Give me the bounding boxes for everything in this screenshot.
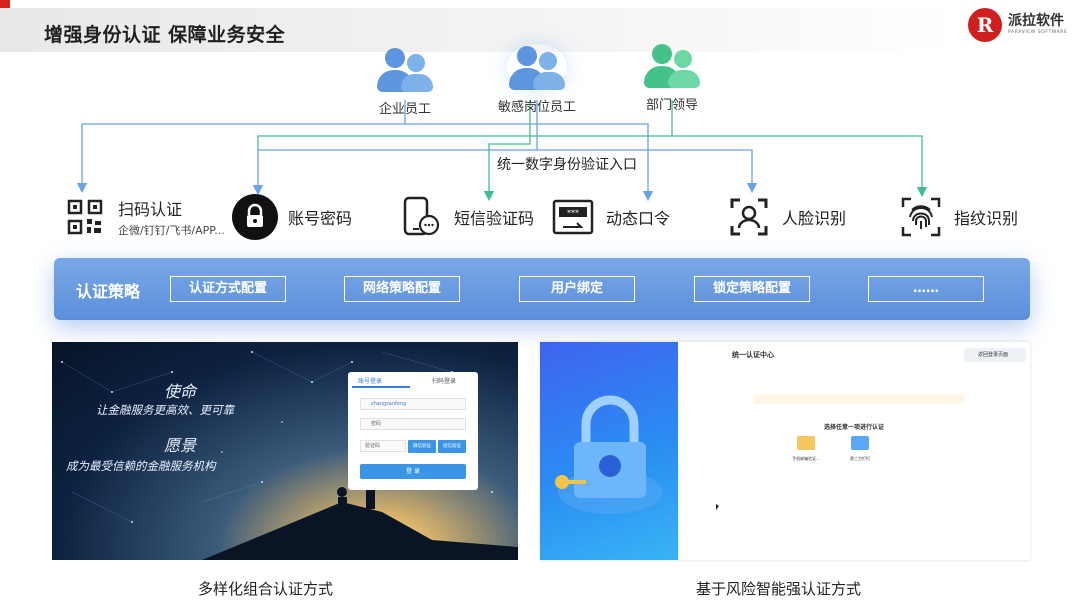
face-scan-icon (726, 194, 772, 240)
user-group-icon (375, 46, 435, 92)
company-logo: R 派拉软件 PARAVIEW SOFTWARE (968, 8, 1078, 44)
code-field[interactable]: 验证码 (360, 440, 406, 452)
user-binding-button[interactable]: 用户绑定 (519, 276, 635, 302)
sms-verify-button[interactable]: 短信验证 (438, 440, 466, 453)
user-enterprise-employee: 企业员工 (345, 46, 465, 117)
method-label: 人脸识别 (782, 209, 847, 228)
login-page-screenshot: 使命 让金融服务更高效、更可靠 愿景 成为最受信赖的金融服务机构 账号登录 扫码… (52, 342, 518, 560)
mission-title: 使命 (164, 382, 197, 401)
login-button[interactable]: 登 录 (360, 464, 466, 479)
dingtalk-icon (851, 436, 869, 450)
tab-account-login[interactable]: 账号登录 (358, 378, 383, 385)
logo-subtitle: PARAVIEW SOFTWARE (1008, 30, 1068, 35)
wechat-verify-button[interactable]: 微信验证 (408, 440, 436, 453)
fingerprint-icon (898, 194, 944, 240)
caption-right: 基于风险智能强认证方式 (696, 580, 862, 598)
method-otp: *** 动态口令 (550, 190, 670, 244)
logo-mark-icon: R (968, 8, 1002, 42)
option-label: 第三方钉钉 (850, 456, 870, 461)
method-password: 账号密码 (232, 190, 352, 244)
user-department-leader: 部门领导 (612, 42, 732, 113)
back-to-login-label: 返回登录页面 (978, 352, 1009, 358)
user-label: 企业员工 (378, 102, 431, 117)
method-face: 人脸识别 (726, 190, 846, 244)
method-label: 指纹识别 (954, 209, 1019, 228)
option-label: 手机邮箱验证... (792, 456, 820, 461)
vision-text: 成为最受信赖的金融服务机构 (66, 459, 216, 473)
risk-warning-banner (754, 394, 964, 404)
mail-icon (797, 436, 815, 450)
otp-token-icon: *** (550, 194, 596, 240)
method-label: 短信验证码 (454, 209, 535, 228)
method-sublabel: 企微/钉钉/飞书/APP... (118, 224, 225, 237)
security-illustration (540, 342, 678, 560)
flow-lines (76, 100, 928, 202)
back-to-login-button[interactable]: 返回登录页面 (964, 348, 1026, 362)
mission-text: 让金融服务更高效、更可靠 (96, 403, 234, 417)
username-field[interactable]: zhangsanfeng (360, 398, 466, 410)
login-card: 账号登录 扫码登录 zhangsanfeng 密码 验证码 微信验证 短信验证 … (348, 372, 478, 490)
user-sensitive-employee: 敏感岗位员工 (477, 44, 597, 115)
method-qr-code: 扫码认证 企微/钉钉/飞书/APP... (62, 190, 225, 244)
active-tab-indicator (352, 386, 410, 388)
sms-icon (398, 194, 444, 240)
method-label: 扫码认证 (118, 200, 183, 219)
unified-entry-label: 统一数字身份验证入口 (497, 157, 637, 173)
strategy-label: 认证策略 (76, 282, 141, 301)
network-policy-config-button[interactable]: 网络策略配置 (344, 276, 460, 302)
user-group-icon (642, 42, 702, 88)
svg-text:***: *** (567, 209, 579, 218)
qr-code-icon (62, 194, 108, 240)
vision-title: 愿景 (164, 436, 197, 455)
lock-policy-config-button[interactable]: 锁定策略配置 (694, 276, 810, 302)
choose-method-title: 选择任意一项进行认证 (824, 424, 885, 431)
user-label: 部门领导 (645, 98, 698, 113)
auth-method-config-button[interactable]: 认证方式配置 (170, 276, 286, 302)
password-field[interactable]: 密码 (360, 418, 466, 430)
lock-icon (232, 194, 278, 240)
mouse-cursor-icon (716, 504, 719, 510)
tab-qr-login[interactable]: 扫码登录 (432, 378, 457, 385)
option-dingtalk[interactable]: 第三方钉钉 (840, 436, 880, 470)
risk-auth-screenshot: 统一认证中心 返回登录页面 选择任意一项进行认证 手机邮箱验证... 第三方钉钉 (540, 342, 1030, 560)
method-sms: 短信验证码 (398, 190, 534, 244)
caption-left: 多样化组合认证方式 (198, 580, 334, 598)
option-phone-email[interactable]: 手机邮箱验证... (786, 436, 826, 470)
method-fingerprint: 指纹识别 (898, 190, 1018, 244)
method-label: 动态口令 (606, 209, 671, 228)
title-band (0, 8, 955, 52)
auth-strategy-bar: 认证策略 认证方式配置 网络策略配置 用户绑定 锁定策略配置 …… (54, 258, 1030, 320)
auth-center-title: 统一认证中心 (732, 351, 774, 359)
page-title: 增强身份认证 保障业务安全 (44, 24, 286, 46)
user-label: 敏感岗位员工 (497, 100, 576, 115)
logo-name: 派拉软件 (1008, 13, 1064, 29)
method-label: 账号密码 (288, 209, 353, 228)
padlock-icon (555, 395, 662, 514)
more-button[interactable]: …… (868, 276, 984, 302)
user-group-icon (507, 44, 567, 90)
